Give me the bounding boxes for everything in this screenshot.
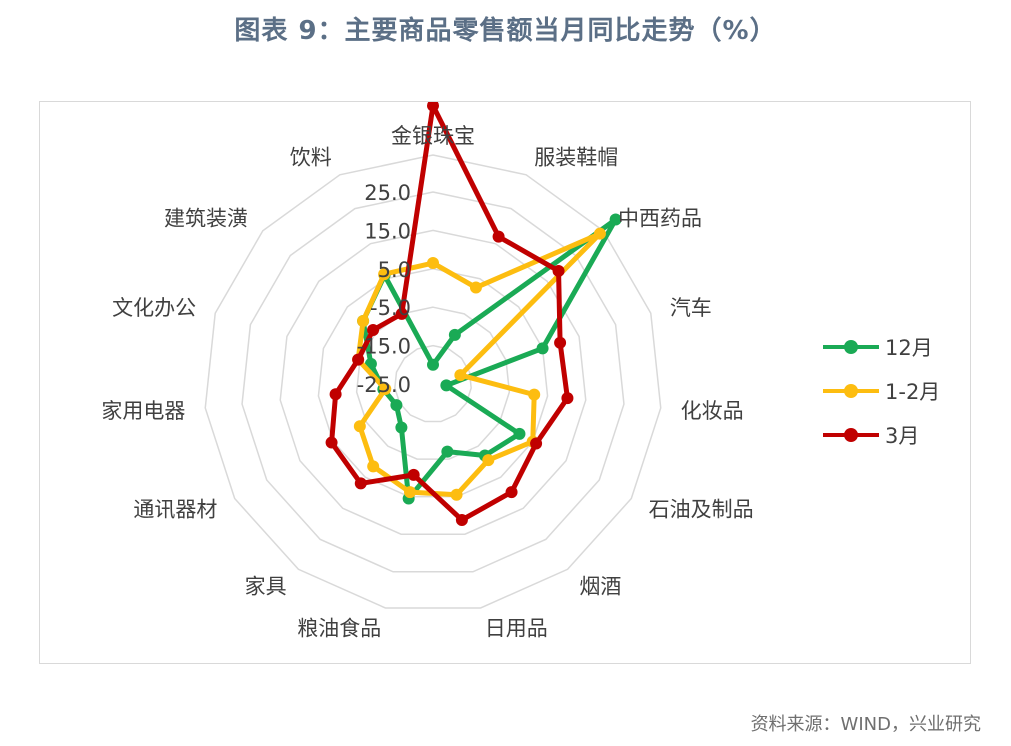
series-point-2-1	[492, 230, 505, 243]
series-point-1-11	[379, 383, 392, 396]
series-point-1-10	[353, 420, 366, 433]
category-label-7: 日用品	[485, 617, 548, 641]
series-point-2-10	[325, 436, 338, 449]
radial-tick-label-1: -15.0	[357, 335, 411, 359]
grid-ring-3	[317, 268, 549, 498]
category-label-1: 服装鞋帽	[534, 146, 618, 170]
series-point-2-11	[329, 388, 342, 401]
series-point-0-3	[536, 342, 549, 355]
series-point-2-4	[561, 392, 574, 405]
series-point-2-0	[427, 102, 439, 112]
legend-item-1-2: 1-2月	[823, 369, 940, 413]
category-label-10: 通讯器材	[133, 498, 217, 522]
radial-tick-labels: -25.0 -15.0 -5.0 5.0 15.0 25.0	[357, 181, 411, 397]
series-line-2	[329, 103, 570, 523]
grid-ring-1	[394, 344, 472, 423]
category-label-9: 家具	[245, 574, 287, 598]
radar-series	[325, 102, 622, 526]
series-point-0-5	[513, 427, 526, 440]
legend-label-12: 12月	[885, 336, 933, 360]
legend-swatch-1-2	[823, 378, 879, 404]
series-point-2-13	[367, 324, 380, 337]
radial-tick-label-0: -25.0	[357, 373, 411, 397]
series-point-1-8	[404, 486, 417, 499]
category-label-13: 建筑装潢	[164, 206, 248, 230]
grid-ring-outer	[204, 154, 662, 609]
series-point-2-12	[352, 353, 365, 366]
radial-tick-label-4: 15.0	[364, 219, 411, 243]
category-label-12: 文化办公	[112, 296, 196, 320]
legend-swatch-3	[823, 422, 879, 448]
legend-label-1-2: 1-2月	[885, 380, 941, 404]
series-point-0-10	[390, 399, 403, 412]
series-point-0-7	[441, 445, 454, 458]
radial-tick-label-5: 25.0	[364, 181, 411, 205]
category-label-11: 家用电器	[101, 399, 185, 423]
series-point-1-0	[427, 257, 439, 270]
chart-legend: 12月 1-2月 3月	[823, 325, 940, 457]
legend-label-3: 3月	[885, 424, 920, 448]
category-label-5: 石油及制品	[649, 498, 754, 522]
category-label-14: 饮料	[290, 146, 332, 170]
series-point-1-6	[482, 454, 495, 467]
series-point-2-2	[552, 264, 565, 277]
category-label-2: 中西药品	[618, 206, 702, 230]
category-label-6: 烟酒	[579, 574, 621, 598]
series-point-1-13	[357, 315, 370, 328]
chart-frame	[39, 101, 971, 664]
series-point-0-9	[395, 421, 408, 434]
series-point-2-9	[354, 477, 367, 490]
series-point-0-0	[427, 358, 439, 371]
legend-swatch-12	[823, 334, 879, 360]
series-point-0-4	[440, 379, 453, 392]
series-point-0-1	[448, 328, 461, 341]
series-point-2-7	[455, 513, 468, 526]
series-point-1-4	[528, 388, 541, 401]
series-point-2-3	[554, 336, 567, 349]
series-point-1-14	[378, 268, 391, 281]
category-label-4: 化妆品	[681, 399, 744, 423]
radial-tick-label-2: -5.0	[370, 296, 411, 320]
series-point-1-7	[450, 488, 463, 501]
radar-grid	[204, 154, 662, 609]
series-point-2-14	[395, 307, 408, 320]
series-point-0-2	[609, 213, 622, 226]
series-point-1-1	[469, 281, 482, 294]
source-note: 资料来源：WIND，兴业研究	[750, 714, 981, 735]
legend-item-3: 3月	[823, 413, 940, 457]
chart-title: 图表 9：主要商品零售额当月同比走势（%）	[234, 16, 777, 46]
category-label-3: 汽车	[670, 296, 712, 320]
radial-tick-label-3: 5.0	[378, 258, 411, 282]
series-point-1-2	[593, 227, 606, 240]
series-point-1-3	[454, 369, 467, 382]
series-point-2-6	[505, 486, 518, 499]
series-point-2-8	[407, 468, 420, 481]
series-point-1-9	[367, 460, 380, 473]
series-point-2-5	[530, 437, 543, 450]
category-label-0: 金银珠宝	[391, 124, 475, 148]
legend-item-12: 12月	[823, 325, 940, 369]
grid-ring-5	[241, 191, 625, 573]
category-label-8: 粮油食品	[297, 617, 381, 641]
